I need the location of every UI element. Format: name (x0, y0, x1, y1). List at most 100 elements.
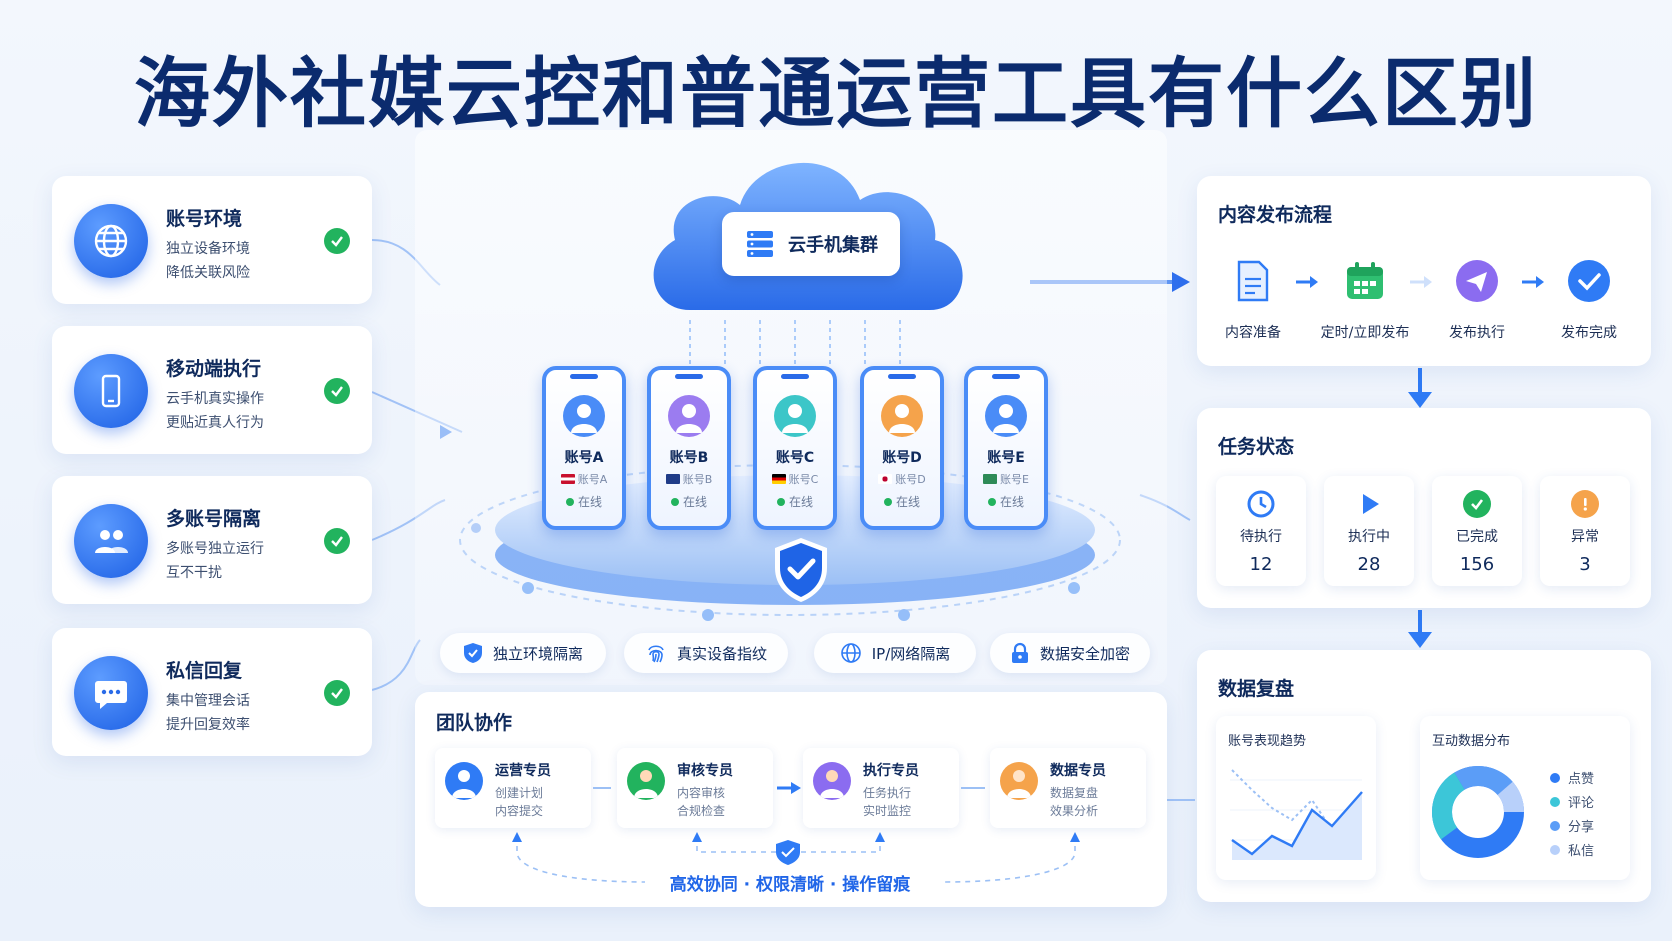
role-name: 执行专员 (863, 763, 919, 779)
role-line: 数据复盘 (1050, 786, 1099, 800)
phone-account-e: 账号E 账号E 在线 (964, 366, 1048, 530)
security-pill-isolation: 独立环境隔离 (440, 633, 606, 673)
phone-status: 在线 (968, 493, 1044, 510)
page-title: 海外社媒云控和普通运营工具有什么区别 (134, 49, 1538, 138)
check-icon (324, 528, 350, 554)
team-slogan: 高效协同 · 权限清晰 · 操作留痕 (669, 875, 911, 895)
phone-account-a: 账号A 账号A 在线 (542, 366, 626, 530)
phone-status: 在线 (757, 493, 833, 510)
role-line: 合规检查 (677, 804, 726, 818)
globe-icon (74, 204, 148, 278)
de-flag-icon (771, 474, 786, 484)
feature-line: 集中管理会话 (166, 693, 250, 709)
phone-status-text: 在线 (788, 495, 813, 509)
legend-dms: 私信 (1550, 840, 1594, 859)
phone-status: 在线 (651, 493, 727, 510)
online-dot-icon (670, 497, 679, 506)
users-icon (74, 504, 148, 578)
security-pill-encryption: 数据安全加密 (990, 633, 1150, 673)
task-status-pending: 待执行 12 (1216, 476, 1306, 586)
phone-status-text: 在线 (895, 495, 920, 509)
sa-flag-icon (983, 474, 998, 484)
phone-sub-text: 账号D (895, 473, 926, 486)
check-icon (324, 680, 350, 706)
feature-line: 提升回复效率 (166, 717, 250, 733)
online-dot-icon (776, 497, 785, 506)
us-flag-icon (560, 474, 575, 484)
publish-title: 内容发布流程 (1218, 204, 1333, 226)
role-line: 实时监控 (863, 804, 912, 818)
clock-icon (1247, 490, 1275, 518)
avatar (985, 395, 1027, 437)
status-label: 执行中 (1348, 529, 1390, 545)
legend-dot-icon (1550, 844, 1560, 855)
status-value: 3 (1579, 554, 1591, 575)
phone-notch (675, 374, 703, 379)
phone-account-name: 账号B (669, 450, 709, 466)
status-label: 待执行 (1240, 529, 1282, 545)
cloud-label-text: 云手机集群 (788, 235, 878, 256)
feature-line: 降低关联风险 (166, 265, 250, 281)
phone-account-sub: 账号E (968, 471, 1044, 487)
trend-chart (1230, 769, 1363, 860)
legend-label: 私信 (1568, 844, 1595, 859)
network-icon (840, 643, 861, 663)
task-status-done: 已完成 156 (1432, 476, 1522, 586)
shield-icon (463, 643, 482, 663)
feature-line: 更贴近真人行为 (166, 415, 264, 431)
feature-title: 账号环境 (166, 208, 243, 230)
cloud-cluster-label: 云手机集群 (722, 212, 900, 276)
distribution-chart-box: 互动数据分布 点赞 评论 分享 私信 (1420, 716, 1630, 880)
phone-account-d: 账号D 账号D 在线 (860, 366, 944, 530)
distribution-chart-title: 互动数据分布 (1432, 734, 1511, 749)
role-reviewer: 审核专员 内容审核 合规检查 (617, 748, 773, 828)
feature-card-mobile: 移动端执行 云手机真实操作 更贴近真人行为 (52, 326, 372, 454)
publish-arrows (1296, 276, 1544, 288)
avatar (813, 762, 851, 800)
legend-label: 评论 (1568, 796, 1595, 811)
feature-title: 移动端执行 (166, 358, 262, 380)
security-pill-network: IP/网络隔离 (814, 633, 976, 673)
review-title: 数据复盘 (1218, 678, 1295, 700)
phone-account-b: 账号B 账号B 在线 (647, 366, 731, 530)
phone-sub-text: 账号A (577, 473, 608, 486)
legend-shares: 分享 (1550, 816, 1594, 835)
phone-sub-text: 账号B (682, 473, 713, 486)
role-name: 运营专员 (495, 763, 551, 779)
team-flow-lines (512, 782, 1080, 883)
legend-dot-icon (1550, 796, 1560, 807)
feature-line: 云手机真实操作 (166, 391, 264, 407)
status-value: 156 (1459, 554, 1495, 575)
lock-icon (1011, 642, 1028, 663)
phone-sub-text: 账号C (788, 473, 819, 486)
role-name: 审核专员 (677, 763, 733, 779)
phone-status-text: 在线 (999, 495, 1024, 509)
pill-label: 数据安全加密 (1039, 644, 1130, 663)
avatar (668, 395, 710, 437)
step-label: 发布执行 (1449, 325, 1505, 341)
feature-title: 多账号隔离 (166, 508, 262, 530)
legend-dot-icon (1550, 820, 1560, 831)
avatar (1000, 762, 1038, 800)
legend-likes: 点赞 (1550, 768, 1594, 787)
task-status-running: 执行中 28 (1324, 476, 1414, 586)
phone-account-c: 账号C 账号C 在线 (753, 366, 837, 530)
phone-status-text: 在线 (577, 495, 602, 509)
pill-label: 独立环境隔离 (492, 644, 583, 663)
team-title: 团队协作 (436, 712, 513, 734)
online-dot-icon (987, 497, 996, 506)
step-label: 定时/立即发布 (1320, 325, 1410, 341)
trend-chart-box: 账号表现趋势 (1216, 716, 1376, 880)
warning-icon (1571, 490, 1599, 518)
avatar (774, 395, 816, 437)
phone-status: 在线 (864, 493, 940, 510)
legend-label: 分享 (1568, 820, 1595, 835)
role-line: 内容审核 (677, 786, 726, 800)
task-status-error: 异常 3 (1540, 476, 1630, 586)
check-icon (324, 228, 350, 254)
fingerprint-icon (648, 645, 664, 663)
phone-status-text: 在线 (682, 495, 707, 509)
server-icon (747, 231, 773, 257)
jp-flag-icon (878, 474, 893, 484)
legend-comments: 评论 (1550, 792, 1594, 811)
